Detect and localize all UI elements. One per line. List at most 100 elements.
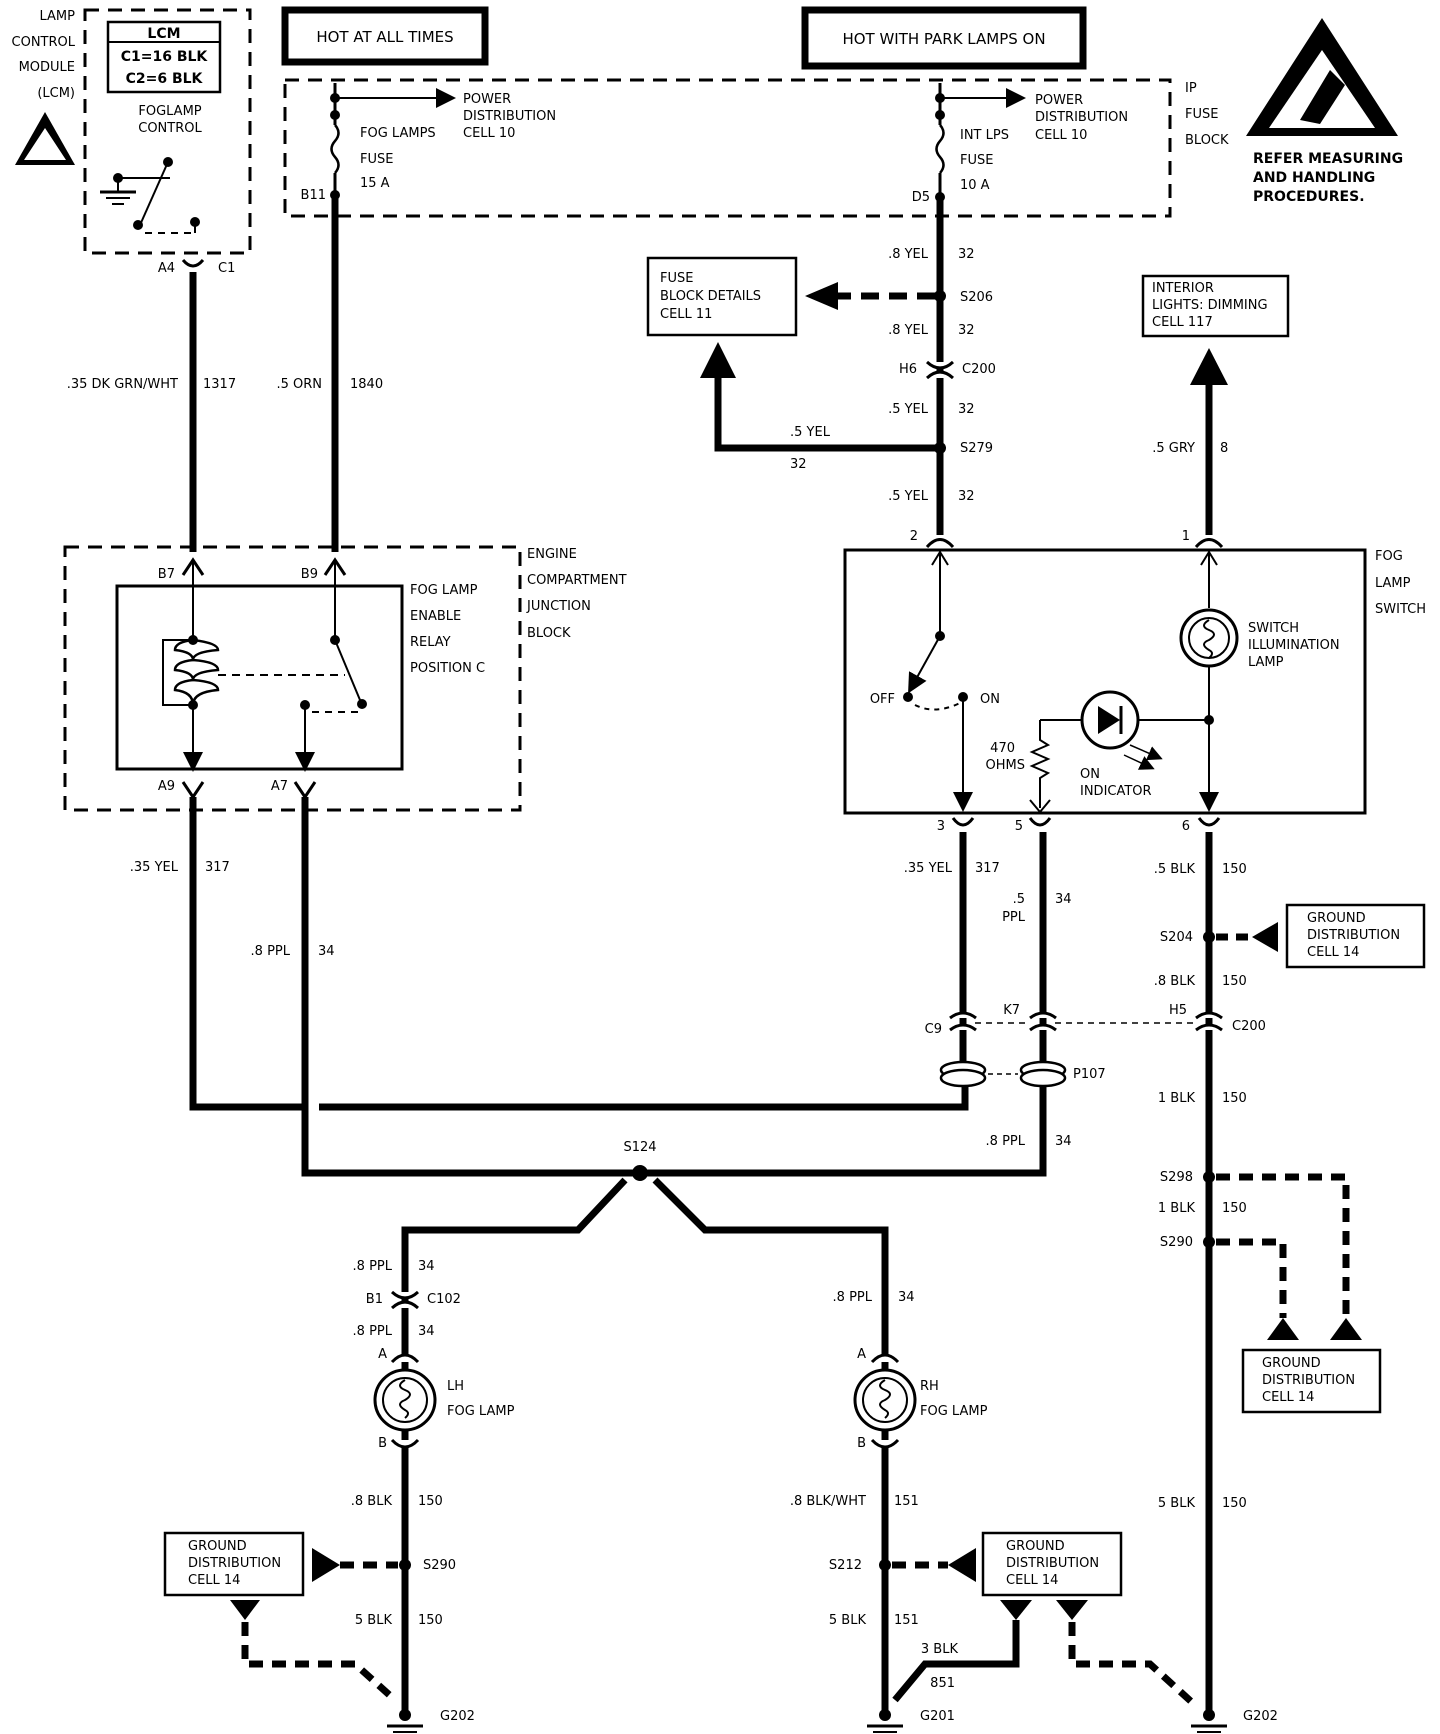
wire-1840-color: .5 ORN [276,377,322,392]
fuse-left-pin: B11 [301,188,326,203]
conn-h6: H6 [899,362,917,377]
wire-150g-circuit: 150 [1222,1496,1247,1511]
wire-34-relay [301,797,1047,1177]
wire-150a-circuit: 150 [1222,862,1247,877]
gd3-line-3: CELL 14 [188,1573,240,1588]
fuse-right-name-1: INT LPS [960,128,1009,143]
wire-32b-color: .8 YEL [888,323,929,338]
lcm-side-label-3: MODULE [19,60,75,75]
fuse-right-ref-1: POWER [1035,93,1083,108]
indicator-label-1: ON [1080,767,1100,782]
dim-ref-1: INTERIOR [1152,281,1214,296]
wire-151b-color: 5 BLK [829,1613,867,1628]
wire-317a-circuit: 317 [205,860,230,875]
lcm-conn-c1: C1 [218,261,235,276]
rh-pin-b: B [857,1436,866,1451]
switch-pin-1: 1 [1182,529,1190,544]
wire-317a-color: .35 YEL [130,860,179,875]
wire-1317-circuit: 1317 [203,377,236,392]
splice-s206-dot [934,290,946,302]
relay-pin-a9: A9 [158,779,175,794]
header-hot-at-all-times: HOT AT ALL TIMES [281,6,489,66]
splice-s212: S212 [829,1558,862,1573]
wire-851-circuit: 851 [930,1676,955,1691]
switch-pin-5: 5 [1015,819,1023,834]
switch-label-2: LAMP [1375,576,1411,591]
indicator-label-2: INDICATOR [1080,784,1152,799]
wire-8-color: .5 GRY [1152,441,1195,456]
wire-317b-color: .35 YEL [904,861,953,876]
splice-s204: S204 [1160,930,1193,945]
wire-8-circuit: 8 [1220,441,1228,456]
rh-pin-a: A [857,1347,866,1362]
wire-34d-color: .8 PPL [353,1259,393,1274]
gd2-line-3: CELL 14 [1262,1390,1314,1405]
wire-150b-color: .8 BLK [1154,974,1196,989]
splice-s290a: S290 [1160,1235,1193,1250]
wire-151a-circuit: 151 [894,1494,919,1509]
wire-150f-circuit: 150 [418,1613,443,1628]
wire-150e-color: .8 BLK [351,1494,393,1509]
wire-32c-circuit: 32 [958,402,975,417]
ground-distribution-ref-4: GROUND DISTRIBUTION CELL 14 [981,1531,1123,1597]
esd-warning-icon [1246,18,1398,136]
conn-b1: B1 [366,1292,383,1307]
wire-34e-color: .8 PPL [353,1324,393,1339]
gd4-line-3: CELL 14 [1006,1573,1058,1588]
wire-150f-color: 5 BLK [355,1613,393,1628]
fog-lamp-switch: FOG LAMP SWITCH 2 1 OFF ON SWITCH ILLUMI… [843,529,1426,834]
engine-compartment-junction-block: ENGINE COMPARTMENT JUNCTION BLOCK FOG LA… [63,545,627,812]
lcm-control-1: FOGLAMP [138,104,201,119]
fuse-right-ref-2: DISTRIBUTION [1035,110,1128,125]
switch-on: ON [980,692,1000,707]
wire-317b-circuit: 317 [975,861,1000,876]
wire-317-relay [189,797,969,1111]
fuse-left-rating: 15 A [360,176,390,191]
lh-pin-a: A [378,1347,387,1362]
wire-150d-color: 1 BLK [1158,1201,1196,1216]
wire-32-branch [714,375,940,452]
illum-label-1: SWITCH [1248,621,1299,636]
dim-ref-2: LIGHTS: DIMMING [1152,298,1268,313]
relay-pin-a7: A7 [271,779,288,794]
splice-s206: S206 [960,290,993,305]
fuse-ref-1: FUSE [660,271,693,286]
header-hot-with-park-lamps: HOT WITH PARK LAMPS ON [801,6,1087,70]
conn-h5: H5 [1169,1003,1187,1018]
ip-label-1: IP [1185,81,1197,96]
relay-name-1: FOG LAMP [410,583,478,598]
rh-fog-lamp: A B RH FOG LAMP [853,1347,988,1451]
fuse-left-name-2: FUSE [360,152,393,167]
esd-small-icon [15,112,75,165]
wire-32d-circuit: 32 [790,457,807,472]
gd3-line-1: GROUND [188,1539,247,1554]
wire-32c-color: .5 YEL [888,402,929,417]
ground-g202b: G202 [1243,1709,1278,1724]
wire-34b-1: .5 [1013,892,1025,907]
splice-s124: S124 [623,1140,656,1155]
fuse-right-name-2: FUSE [960,153,993,168]
lcm-c1: C1=16 BLK [121,49,209,65]
header-hot-always-text: HOT AT ALL TIMES [316,28,453,46]
wire-32b-circuit: 32 [958,323,975,338]
wire-150e-circuit: 150 [418,1494,443,1509]
ecjb-label-2: COMPARTMENT [527,573,627,588]
wire-150c-circuit: 150 [1222,1091,1247,1106]
wire-150d-circuit: 150 [1222,1201,1247,1216]
fuse-right-pin: D5 [912,190,930,205]
ecjb-label-4: BLOCK [527,626,571,641]
conn-c200a: C200 [962,362,996,377]
switch-pin-3: 3 [937,819,945,834]
lcm-module: LAMP CONTROL MODULE (LCM) LCM C1=16 BLK … [12,8,252,276]
resistor-label-2: OHMS [986,758,1025,773]
lcm-side-label-2: CONTROL [12,35,76,50]
lh-label-2: FOG LAMP [447,1404,515,1419]
switch-pin-6: 6 [1182,819,1190,834]
ground-g201-label: G201 [920,1709,955,1724]
resistor-label-1: 470 [990,741,1015,756]
gd4-line-1: GROUND [1006,1539,1065,1554]
gd1-line-3: CELL 14 [1307,945,1359,960]
wire-851-color: 3 BLK [921,1642,959,1657]
